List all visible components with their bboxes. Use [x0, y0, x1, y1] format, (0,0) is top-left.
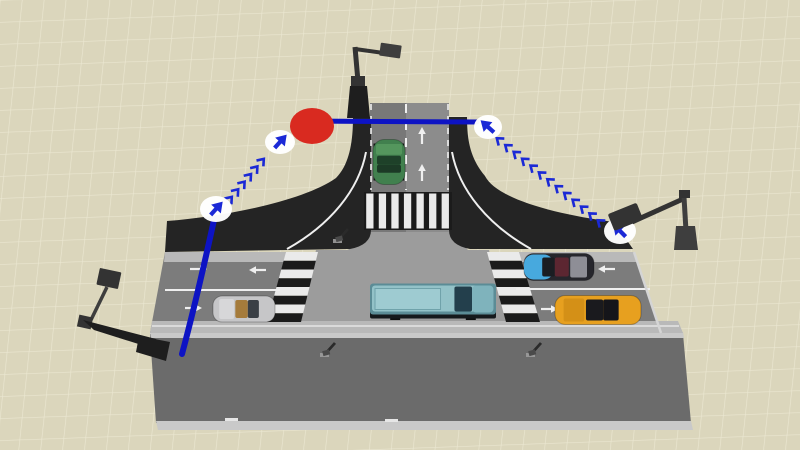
- lane-arrow: [418, 164, 426, 181]
- apron-dash: [225, 418, 238, 421]
- sign-post-west[interactable]: [320, 342, 337, 357]
- crosswalk-stripe: [501, 304, 538, 314]
- direction-arrow-icon: [273, 134, 287, 150]
- vehicle-silver-convertible[interactable]: [212, 295, 276, 323]
- crosswalk-west: [267, 252, 318, 322]
- top-road-shoulder-right: [449, 117, 633, 249]
- chevron-icon: [596, 218, 606, 228]
- crosswalk-stripe: [503, 313, 540, 322]
- chevron-icon: [537, 171, 547, 180]
- chevron-icon: [243, 172, 253, 182]
- lane-arrow: [418, 127, 426, 144]
- crosswalk-stripe: [489, 260, 525, 270]
- lane-arrow: [541, 305, 558, 313]
- lamp-head-icon: [96, 268, 122, 289]
- waypoint-3[interactable]: [474, 115, 502, 139]
- waypoint-2[interactable]: [265, 130, 295, 154]
- path-annotations: [179, 108, 636, 357]
- direction-arrow-icon: [209, 201, 223, 217]
- chevron-icon: [562, 191, 572, 201]
- chevron-icon: [570, 198, 581, 208]
- street-lamp-right[interactable]: [608, 190, 698, 250]
- chevron-icon: [528, 164, 539, 174]
- crosswalk-stripe: [281, 260, 316, 270]
- street-lamp-top[interactable]: [347, 42, 402, 118]
- crosswalks: [267, 192, 540, 322]
- vehicle-teal-truck[interactable]: [370, 283, 496, 321]
- chevron-icon: [520, 157, 530, 167]
- crosswalk-stripe: [276, 278, 312, 287]
- crosswalk-stripe: [498, 295, 535, 305]
- crosswalk-stripe: [487, 252, 522, 261]
- sign-post-east[interactable]: [526, 342, 543, 357]
- crosswalk-stripe: [378, 193, 387, 229]
- chevron-chain-left: [224, 157, 266, 205]
- chevron-icon: [511, 150, 522, 160]
- lane-arrow: [598, 265, 615, 273]
- curb-curve-right: [451, 151, 532, 250]
- crosswalk-stripe: [269, 304, 306, 314]
- street-lamp-left[interactable]: [76, 268, 170, 361]
- sidewalk-south: [150, 321, 683, 333]
- crosswalk-stripe: [441, 193, 449, 229]
- stop-signal-marker[interactable]: [290, 108, 334, 144]
- crosswalk-stripe: [267, 313, 304, 322]
- apron-top-edge: [150, 332, 684, 338]
- apron-dash: [385, 419, 398, 422]
- vehicle-green-car[interactable]: [372, 139, 406, 185]
- path-segment-left: [179, 217, 217, 357]
- crosswalk-stripe: [278, 269, 314, 279]
- chevron-icon: [230, 187, 240, 197]
- apron-bottom-edge: [156, 421, 693, 430]
- chevron-icon: [224, 195, 234, 205]
- direction-arrow-icon: [480, 120, 496, 134]
- sidewalk-north-west: [164, 252, 286, 262]
- crosswalk-stripe: [366, 193, 374, 229]
- chevron-icon: [579, 205, 589, 215]
- vehicle-yellow-sports-car[interactable]: [554, 295, 642, 325]
- lamp-head-icon: [379, 42, 402, 59]
- crosswalk-stripe: [491, 269, 527, 279]
- crosswalk-stripe: [271, 295, 308, 305]
- roadside-posts: [320, 228, 543, 357]
- crosswalk-stripe: [416, 193, 424, 229]
- lane-arrow: [249, 266, 266, 274]
- chevron-icon: [554, 184, 564, 194]
- lamp-head-icon: [608, 203, 643, 231]
- chevron-icon: [256, 157, 266, 167]
- intersection-mouth: [348, 230, 468, 250]
- chevron-icon: [503, 143, 513, 153]
- vehicle-blue-sports-car[interactable]: [523, 253, 595, 281]
- crosswalk-stripe: [403, 193, 412, 229]
- crosswalk-stripe: [494, 278, 530, 287]
- chevron-icon: [587, 212, 597, 221]
- waypoint-1[interactable]: [200, 196, 232, 222]
- chevron-icon: [249, 164, 259, 175]
- crosswalk-stripe: [429, 193, 437, 229]
- crosswalk-stripe: [274, 287, 310, 296]
- crosswalk-east: [487, 252, 540, 322]
- chevron-icon: [495, 136, 505, 146]
- crosswalk-north: [364, 192, 452, 230]
- road-end-edge: [632, 251, 663, 334]
- vehicles: [212, 139, 642, 325]
- crosswalk-stripe: [391, 193, 399, 229]
- sign-post-corner[interactable]: [333, 228, 350, 243]
- chevron-icon: [237, 179, 246, 190]
- chevron-chain-right: [495, 136, 606, 228]
- chevron-icon: [545, 177, 555, 187]
- apron-slab: [150, 334, 691, 423]
- crosswalk-stripe: [283, 252, 318, 261]
- curb-curve-left: [286, 151, 367, 250]
